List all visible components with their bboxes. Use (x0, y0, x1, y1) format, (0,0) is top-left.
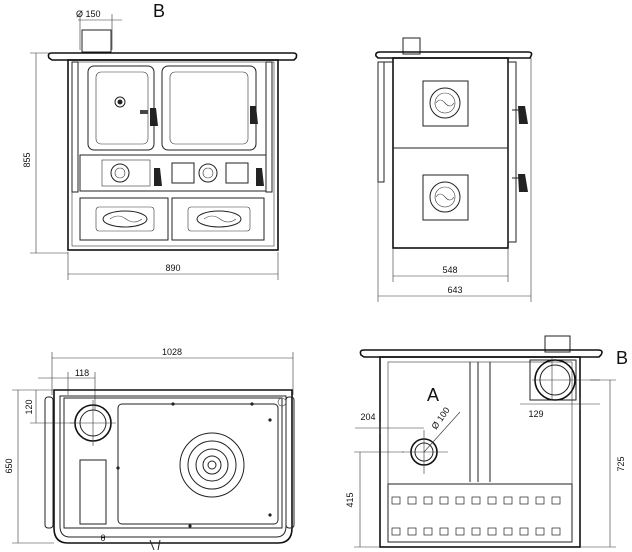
back-grille (387, 483, 573, 543)
marker-a-back: A (427, 385, 439, 405)
side-depth-outer-dim: 643 (447, 285, 462, 295)
towel-rail-right (265, 61, 273, 193)
back-height-upper-dim: 725 (616, 456, 626, 471)
back-flue-diameter-label: Ø 100 (429, 405, 451, 431)
side-vent-lower (422, 174, 469, 221)
side-vent-upper (422, 80, 469, 127)
stove-body-front (67, 59, 279, 251)
cooktop-plate (47, 52, 298, 61)
top-offset-y-dim: 120 (24, 399, 34, 414)
front-height-dim: 855 (22, 152, 32, 167)
front-width-dim: 890 (165, 263, 180, 273)
side-flue (402, 37, 421, 55)
air-regulator-right (198, 163, 218, 183)
front-view: Ø 150 B (22, 1, 298, 280)
top-width-dim: 1028 (162, 347, 182, 357)
back-offset-right-dim: 129 (528, 409, 543, 419)
top-hotplate-area (117, 403, 279, 525)
top-view: 1028 118 θ (4, 347, 295, 551)
side-view: 548 643 (375, 37, 533, 302)
ash-door-small-left (171, 162, 195, 184)
side-depth-inner-dim: 548 (442, 265, 457, 275)
door-handle-right (250, 106, 258, 124)
air-regulator-left (110, 163, 130, 183)
hotplate-ring-1 (179, 432, 245, 498)
ash-door-small-right (225, 162, 249, 184)
back-offset-x-dim: 204 (360, 412, 375, 422)
back-height-lower-dim: 415 (345, 492, 355, 507)
side-top-plate (375, 51, 533, 59)
door-knob (114, 96, 126, 108)
marker-b-front: B (153, 1, 165, 21)
back-top-plate (359, 349, 603, 358)
back-view: Ø 100 A 204 129 B 725 415 (345, 335, 628, 548)
marker-b-back: B (616, 348, 628, 368)
control-strip (79, 154, 267, 192)
top-theta-symbol: θ (100, 533, 105, 543)
top-depth-dim: 650 (4, 458, 14, 473)
drawer-left (79, 197, 169, 241)
flue-diameter-label: Ø 150 (76, 9, 101, 19)
drawer-right (171, 197, 265, 241)
firebox-door (87, 65, 155, 151)
top-body (53, 389, 293, 544)
towel-rail-left (71, 61, 79, 193)
top-firebox (79, 459, 107, 525)
grille-slots (391, 496, 561, 536)
oven-door (161, 65, 257, 151)
door-handle-left (150, 108, 158, 126)
back-flue-pipe (544, 335, 571, 353)
top-offset-x-dim: 118 (75, 368, 89, 378)
flue-pipe (81, 29, 112, 53)
